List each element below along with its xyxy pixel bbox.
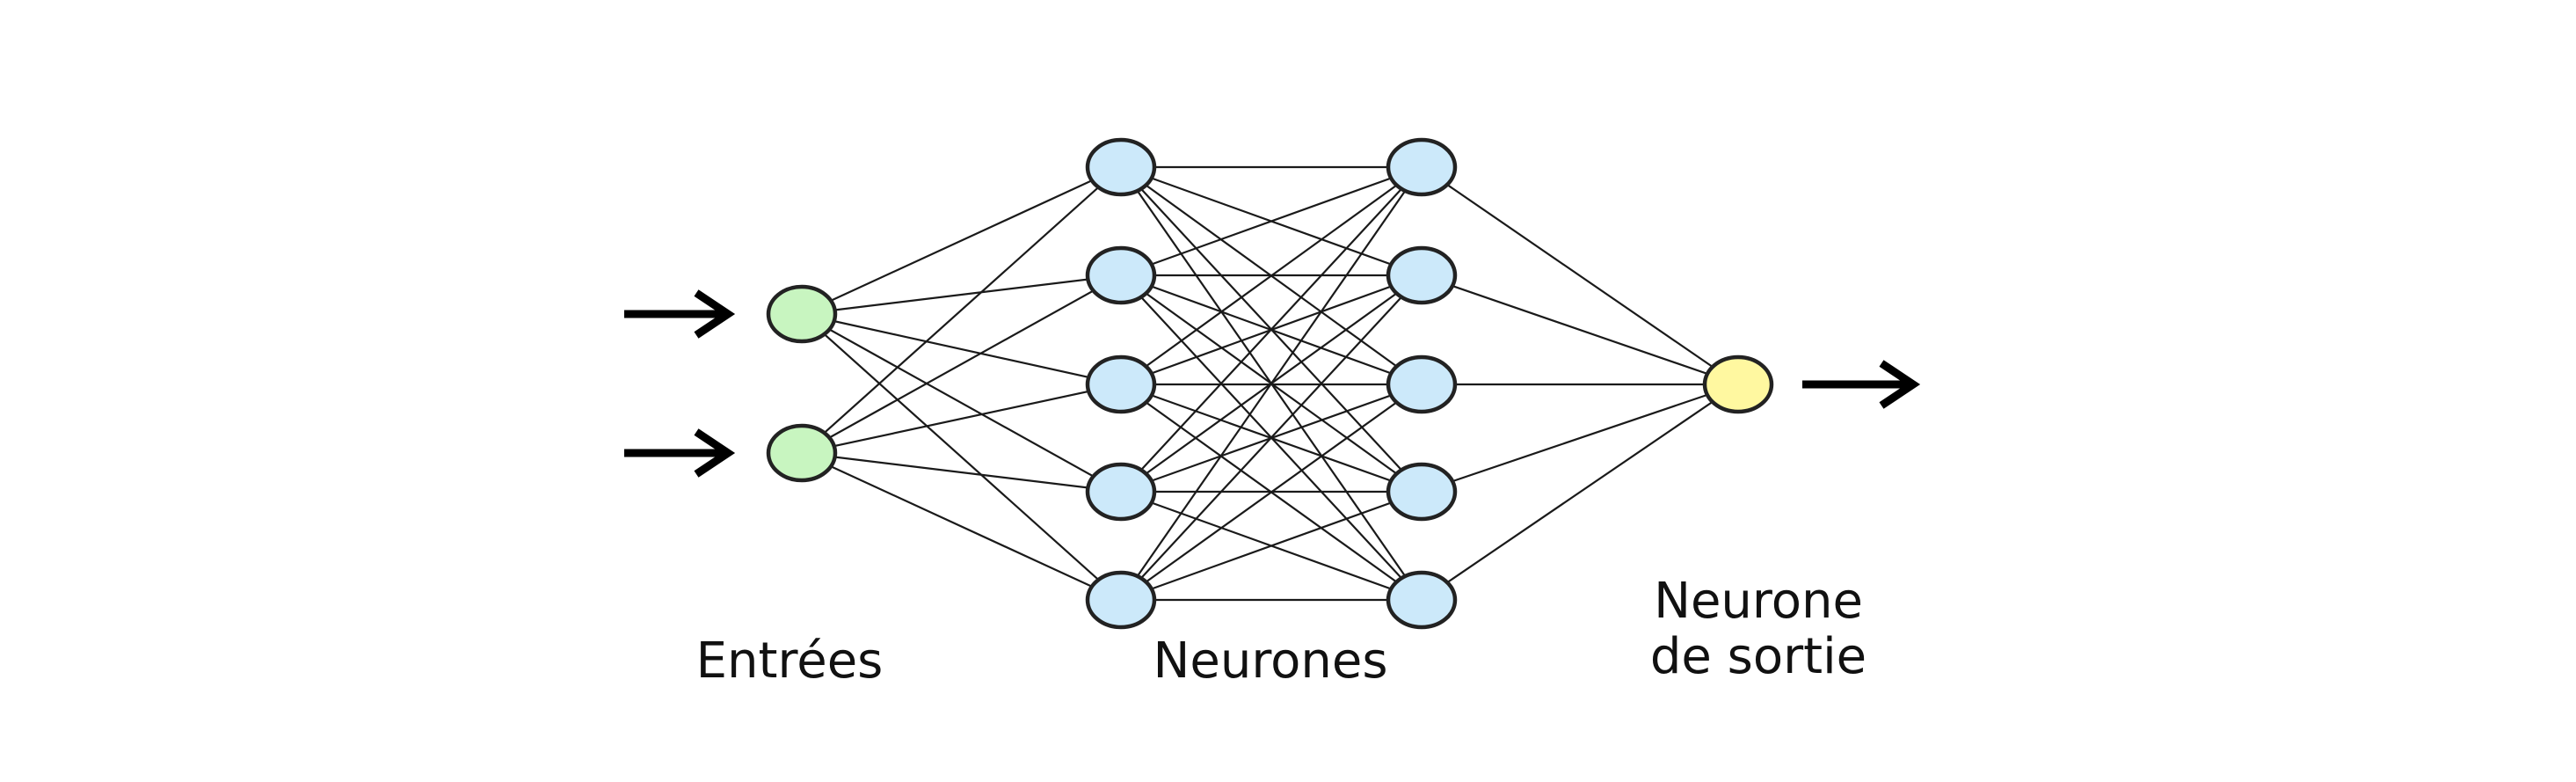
output-neuron-label-line1: Neurone	[1654, 573, 1863, 630]
edge-hidden-1-3-to-hidden-2-1	[1120, 166, 1423, 385]
neurons	[766, 137, 1774, 630]
labels: Entrées Neurones Neurone de sortie	[696, 573, 1867, 690]
connections	[801, 165, 1739, 602]
edge-hidden-1-5-to-hidden-2-1	[1120, 166, 1423, 601]
edge-hidden-2-2-to-output-1	[1421, 274, 1739, 386]
edge-inputs-2-to-hidden-1-4	[801, 451, 1122, 493]
edge-inputs-1-to-hidden-1-4	[801, 313, 1122, 493]
edge-inputs-1-to-hidden-1-3	[801, 312, 1122, 386]
edge-hidden-2-5-to-output-1	[1421, 384, 1739, 601]
edge-inputs-2-to-hidden-1-2	[801, 274, 1122, 454]
inputs-label: Entrées	[696, 632, 884, 690]
neuron-hidden-2-5	[1386, 570, 1458, 630]
neuron-hidden-1-3	[1085, 354, 1157, 414]
neuron-hidden-1-1	[1085, 137, 1157, 197]
input-arrow-1	[624, 289, 736, 339]
neuron-hidden-1-2	[1085, 245, 1157, 305]
edge-hidden-2-1-to-output-1	[1421, 166, 1739, 385]
edge-inputs-1-to-hidden-1-5	[801, 313, 1122, 601]
neuron-output-1	[1702, 354, 1774, 414]
neuron-hidden-2-4	[1386, 462, 1458, 522]
neuron-hidden-2-2	[1386, 245, 1458, 305]
output-arrow	[1802, 360, 1921, 409]
output-neuron-label-line2: de sortie	[1650, 628, 1867, 685]
edge-hidden-1-5-to-hidden-2-4	[1120, 490, 1423, 602]
edge-hidden-2-4-to-output-1	[1421, 383, 1739, 493]
neuron-hidden-1-4	[1085, 462, 1157, 522]
input-arrow-2	[624, 428, 736, 478]
edge-hidden-1-4-to-hidden-2-1	[1120, 166, 1423, 493]
edge-inputs-1-to-hidden-1-1	[801, 166, 1122, 315]
edge-hidden-1-2-to-hidden-2-1	[1120, 165, 1423, 277]
edge-inputs-1-to-hidden-1-2	[801, 274, 1122, 316]
neuron-inputs-2	[766, 423, 838, 483]
edge-inputs-2-to-hidden-1-1	[801, 166, 1122, 454]
neuron-hidden-2-3	[1386, 354, 1458, 414]
edge-inputs-2-to-hidden-1-3	[801, 383, 1122, 455]
hidden-neurons-label: Neurones	[1153, 632, 1387, 690]
neuron-hidden-2-1	[1386, 137, 1458, 197]
arrows	[624, 289, 1921, 478]
edge-hidden-1-5-to-hidden-2-2	[1120, 274, 1423, 601]
neuron-hidden-1-5	[1085, 570, 1157, 630]
neuron-inputs-1	[766, 284, 838, 344]
edge-hidden-1-5-to-hidden-2-3	[1120, 384, 1423, 601]
edge-inputs-2-to-hidden-1-5	[801, 452, 1122, 601]
